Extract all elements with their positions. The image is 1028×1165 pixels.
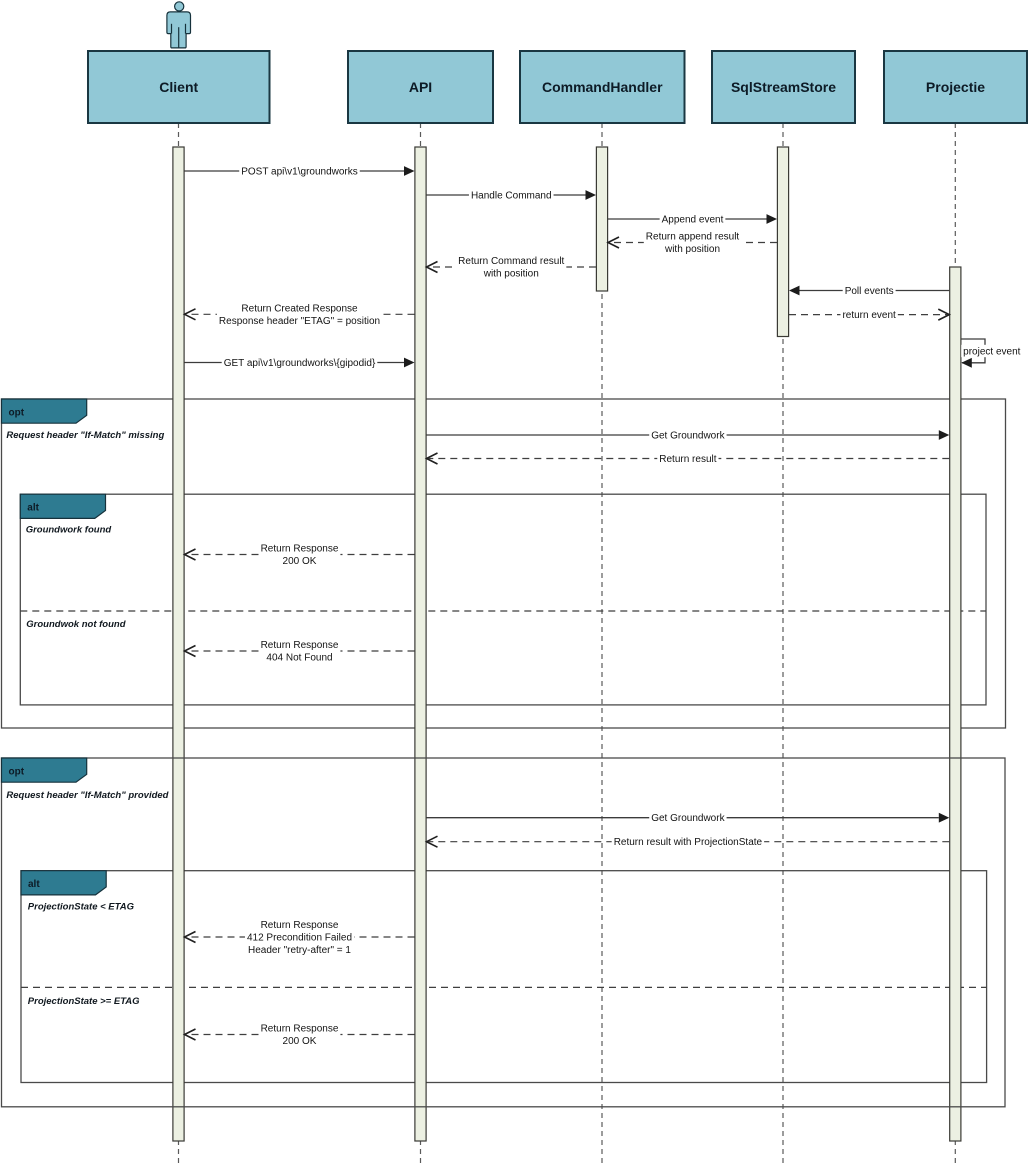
- svg-text:project event: project event: [963, 346, 1020, 357]
- svg-text:404 Not Found: 404 Not Found: [266, 653, 332, 664]
- svg-text:Append event: Append event: [662, 214, 724, 225]
- svg-text:200 OK: 200 OK: [283, 556, 317, 567]
- svg-text:ProjectionState < ETAG: ProjectionState < ETAG: [28, 902, 135, 913]
- svg-text:GET api\v1\groundworks\{gipodi: GET api\v1\groundworks\{gipodid}: [224, 358, 376, 369]
- svg-text:SqlStreamStore: SqlStreamStore: [731, 79, 836, 95]
- svg-text:Request header "If-Match" prov: Request header "If-Match" provided: [6, 790, 168, 801]
- svg-text:200 OK: 200 OK: [283, 1036, 317, 1047]
- svg-text:ProjectionState >= ETAG: ProjectionState >= ETAG: [28, 996, 140, 1007]
- svg-text:POST api\v1\groundworks: POST api\v1\groundworks: [241, 166, 358, 177]
- svg-text:Return append result: Return append result: [646, 232, 740, 243]
- svg-text:Return result: Return result: [659, 454, 716, 465]
- svg-text:with position: with position: [664, 244, 720, 255]
- svg-text:CommandHandler: CommandHandler: [542, 79, 663, 95]
- svg-text:Header "retry-after" = 1: Header "retry-after" = 1: [248, 945, 351, 956]
- svg-text:Return Created Response: Return Created Response: [241, 304, 358, 315]
- svg-text:Request header "If-Match" miss: Request header "If-Match" missing: [6, 430, 164, 441]
- svg-text:alt: alt: [27, 503, 39, 514]
- svg-text:return event: return event: [842, 310, 896, 321]
- svg-text:Groundwok not found: Groundwok not found: [26, 619, 125, 630]
- svg-text:Get Groundwork: Get Groundwork: [651, 430, 725, 441]
- svg-text:Return Command result: Return Command result: [458, 256, 564, 267]
- svg-text:Return Response: Return Response: [261, 920, 339, 931]
- svg-text:Groundwork found: Groundwork found: [26, 525, 112, 536]
- svg-text:412 Precondition Failed: 412 Precondition Failed: [247, 932, 352, 943]
- svg-text:alt: alt: [28, 879, 40, 890]
- svg-text:opt: opt: [9, 408, 25, 419]
- svg-text:Return Response: Return Response: [261, 1024, 339, 1035]
- svg-text:Handle Command: Handle Command: [471, 190, 552, 201]
- svg-text:Client: Client: [159, 79, 198, 95]
- svg-text:Return Response: Return Response: [261, 544, 339, 555]
- svg-text:Return Response: Return Response: [261, 640, 339, 651]
- svg-text:Poll events: Poll events: [845, 286, 894, 297]
- svg-text:Get Groundwork: Get Groundwork: [651, 813, 725, 824]
- svg-text:Response header "ETAG" = posit: Response header "ETAG" = position: [219, 316, 380, 327]
- svg-text:with position: with position: [483, 269, 539, 280]
- svg-text:Return result with ProjectionS: Return result with ProjectionState: [614, 837, 763, 848]
- svg-text:Projectie: Projectie: [926, 79, 985, 95]
- svg-text:opt: opt: [9, 767, 25, 778]
- svg-text:API: API: [409, 79, 432, 95]
